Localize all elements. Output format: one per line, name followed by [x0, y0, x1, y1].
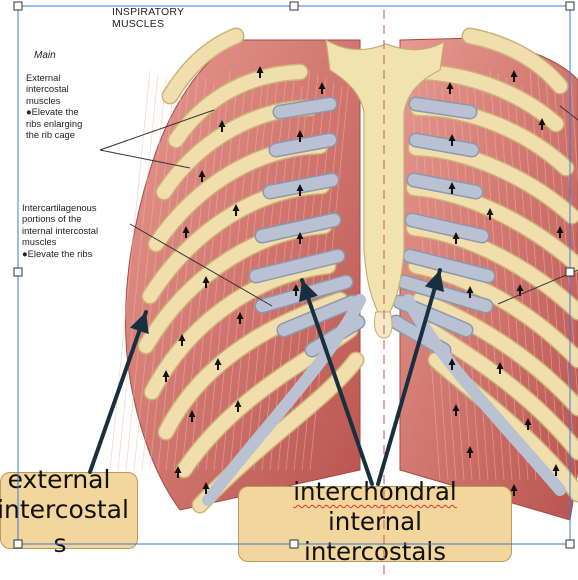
- callout-left-line-3: s: [53, 529, 67, 558]
- callout-right-line-1: interchondral: [293, 477, 457, 506]
- annotation-external-intercostal: External intercostal muscles ●Elevate th…: [26, 72, 126, 140]
- annotation-line: Intercartilagenous: [22, 202, 97, 213]
- annotation-line: ribs enlarging: [26, 117, 83, 129]
- callout-left-line-2: intercostal: [0, 495, 129, 524]
- callout-right-line-2: internal: [327, 507, 422, 536]
- annotation-line: intercostal: [26, 83, 69, 95]
- costal-cartilage: [274, 98, 336, 118]
- section-label: Main: [34, 50, 56, 61]
- muscle-fiber: [569, 69, 578, 185]
- callout-right-line-3: intercostals: [304, 537, 446, 566]
- annotation-line: External: [26, 72, 61, 83]
- title-line-2: MUSCLES: [112, 18, 165, 30]
- diagram-title: INSPIRATORY MUSCLES: [112, 6, 184, 30]
- annotation-line: muscles: [22, 236, 57, 248]
- annotation-line: the rib cage: [26, 129, 75, 141]
- annotation-line: muscles: [26, 94, 61, 106]
- annotation-line: ●Elevate the: [26, 106, 79, 118]
- annotation-line: ●Elevate the ribs: [22, 247, 93, 259]
- xiphoid-process: [373, 311, 393, 339]
- title-line-1: INSPIRATORY: [112, 6, 185, 18]
- annotation-intercartilaginous: Intercartilagenous portions of the inter…: [22, 202, 132, 259]
- annotation-line: internal intercostal: [22, 224, 99, 236]
- callout-left-line-1: external: [7, 465, 111, 494]
- costal-cartilage: [410, 98, 476, 118]
- annotation-line: portions of the: [22, 213, 82, 225]
